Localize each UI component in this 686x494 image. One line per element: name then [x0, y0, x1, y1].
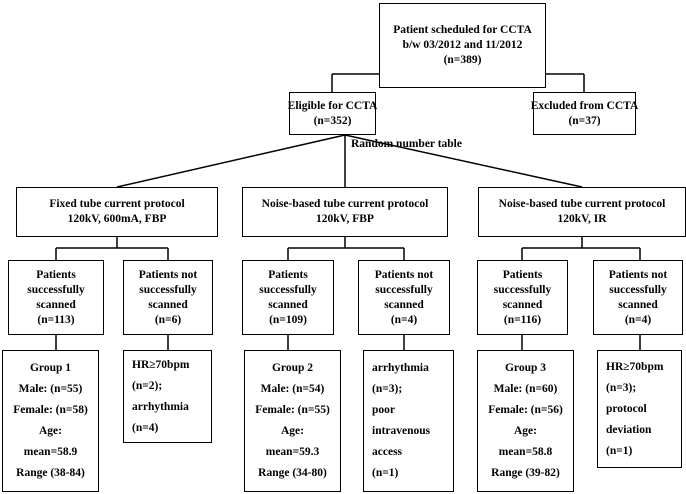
box-line: (n=2);	[132, 379, 163, 392]
box-line: Patients	[502, 268, 543, 281]
box-line: (n=4)	[132, 421, 159, 434]
box-line: intravenous	[372, 425, 431, 437]
box-line: scanned	[618, 298, 658, 311]
box-line: (n=4)	[624, 313, 652, 326]
box-line: scanned	[268, 298, 308, 311]
box-line: scanned	[384, 298, 424, 311]
reason-box-1: HR≥70bpm (n=2); arrhythmia (n=4)	[123, 350, 212, 443]
not-scanned-box-3: Patients not successfully scanned (n=4)	[593, 260, 683, 335]
box-line: 120kV, IR	[557, 213, 607, 225]
box-line: Patient scheduled for CCTA	[393, 24, 532, 36]
box-line: HR≥70bpm	[132, 358, 190, 371]
protocol-box-3: Noise-based tube current protocol 120kV,…	[478, 187, 686, 237]
box-line: mean=59.3	[265, 446, 320, 458]
box-line: Female: (n=55)	[255, 404, 330, 416]
box-line: b/w 03/2012 and 11/2012	[402, 39, 523, 51]
box-line: Patients	[36, 268, 76, 281]
box-line: HR≥70bpm	[606, 360, 664, 373]
reason-box-2: arrhythmia (n=3); poor intravenous acces…	[363, 350, 454, 492]
box-line: poor	[372, 404, 395, 416]
box-line: Patients	[268, 268, 308, 281]
group-box-1: Group 1 Male: (n=55) Female: (n=58) Age:…	[2, 350, 99, 492]
box-line: (n=109)	[269, 313, 307, 326]
box-line: access	[372, 446, 403, 458]
box-line: Group 2	[271, 362, 313, 374]
scanned-box-1: Patients successfully scanned (n=113)	[8, 260, 104, 335]
box-line: Group 3	[504, 362, 546, 374]
box-line: (n=4)	[390, 313, 418, 326]
box-line: (n=37)	[568, 114, 601, 127]
top-box: Patient scheduled for CCTA b/w 03/2012 a…	[379, 3, 546, 88]
box-line: mean=58.8	[498, 446, 553, 458]
reason-box-3: HR≥70bpm (n=3); protocol deviation (n=1)	[597, 350, 682, 468]
box-line: arrhythmia	[372, 362, 429, 374]
scanned-box-3: Patients successfully scanned (n=116)	[477, 260, 568, 335]
box-line: protocol	[606, 402, 647, 415]
box-line: (n=352)	[313, 114, 352, 127]
box-line: Fixed tube current protocol	[49, 198, 185, 210]
box-line: (n=1)	[372, 467, 399, 479]
eligible-box: Eligible for CCTA (n=352)	[287, 92, 378, 135]
box-line: Excluded from CCTA	[530, 99, 639, 112]
group-box-3: Group 3 Male: (n=60) Female: (n=56) Age:…	[477, 350, 574, 492]
box-line: 120kV, 600mA, FBP	[67, 213, 167, 225]
box-line: scanned	[36, 298, 76, 311]
box-line: successfully	[27, 283, 85, 296]
box-line: successfully	[259, 283, 317, 296]
protocol-box-1: Fixed tube current protocol 120kV, 600mA…	[16, 187, 218, 237]
box-line: successfully	[609, 283, 667, 296]
box-line: (n=1)	[606, 444, 633, 457]
excluded-box: Excluded from CCTA (n=37)	[530, 92, 639, 135]
box-line: Age:	[281, 425, 304, 437]
connector	[116, 134, 346, 188]
box-line: (n=389)	[443, 54, 482, 66]
box-line: Eligible for CCTA	[287, 99, 378, 112]
box-line: Range (38-84)	[16, 467, 85, 479]
box-line: Noise-based tube current protocol	[261, 198, 429, 210]
box-line: successfully	[139, 283, 197, 296]
protocol-box-2: Noise-based tube current protocol 120kV,…	[242, 187, 448, 237]
connector	[344, 134, 583, 188]
box-line: Female: (n=58)	[13, 404, 88, 416]
box-line: Age:	[39, 425, 62, 437]
box-line: mean=58.9	[23, 446, 78, 458]
box-line: Male: (n=55)	[18, 383, 83, 395]
box-line: 120kV, FBP	[316, 213, 374, 225]
box-line: (n=116)	[503, 313, 542, 326]
box-line: arrhythmia	[132, 400, 189, 413]
group-box-2: Group 2 Male: (n=54) Female: (n=55) Age:…	[244, 350, 341, 492]
box-line: Noise-based tube current protocol	[498, 198, 666, 210]
box-line: Patients not	[374, 268, 434, 281]
box-line: Patients not	[138, 268, 198, 281]
box-line: deviation	[606, 423, 652, 436]
box-line: (n=113)	[37, 313, 75, 326]
box-line: Female: (n=56)	[488, 404, 563, 416]
scanned-box-2: Patients successfully scanned (n=109)	[242, 260, 334, 335]
box-line: Range (34-80)	[258, 467, 327, 479]
box-line: Patients not	[608, 268, 668, 281]
box-line: Range (39-82)	[491, 467, 560, 479]
box-line: scanned	[148, 298, 188, 311]
box-line: Male: (n=54)	[260, 383, 325, 395]
not-scanned-box-2: Patients not successfully scanned (n=4)	[358, 260, 450, 335]
box-line: (n=3);	[372, 383, 403, 395]
box-line: scanned	[502, 298, 543, 311]
not-scanned-box-1: Patients not successfully scanned (n=6)	[123, 260, 213, 335]
random-label: Random number table	[351, 138, 462, 150]
box-line: Age:	[514, 425, 537, 437]
box-line: successfully	[375, 283, 433, 296]
box-line: Group 1	[29, 362, 71, 374]
box-line: (n=3);	[606, 381, 637, 394]
box-line: successfully	[493, 283, 552, 296]
box-line: Male: (n=60)	[493, 383, 558, 395]
box-line: (n=6)	[154, 313, 182, 326]
